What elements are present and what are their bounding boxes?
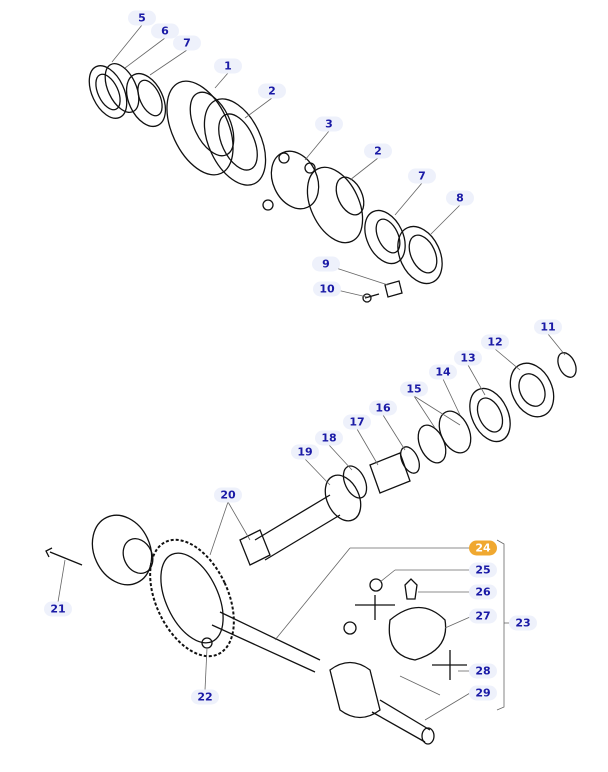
housing-half-2 bbox=[306, 166, 365, 244]
pinion-shaft-assembly bbox=[239, 352, 577, 566]
callout-15[interactable]: 15 bbox=[400, 381, 428, 397]
callout-14[interactable]: 14 bbox=[429, 364, 457, 380]
callout-22[interactable]: 22 bbox=[191, 689, 219, 705]
callout-27[interactable]: 27 bbox=[469, 608, 497, 624]
callout-8[interactable]: 8 bbox=[446, 190, 474, 206]
callout-20[interactable]: 20 bbox=[214, 487, 242, 503]
callout-28[interactable]: 28 bbox=[469, 663, 497, 679]
callout-26[interactable]: 26 bbox=[469, 584, 497, 600]
callout-3[interactable]: 3 bbox=[315, 116, 343, 132]
callout-1[interactable]: 1 bbox=[214, 58, 242, 74]
leader-lines bbox=[57, 24, 566, 721]
callout-29[interactable]: 29 bbox=[469, 685, 497, 701]
callout-6[interactable]: 6 bbox=[151, 23, 179, 39]
callout-10[interactable]: 10 bbox=[313, 281, 341, 297]
callout-9[interactable]: 9 bbox=[312, 256, 340, 272]
differential-housing-1 bbox=[166, 80, 267, 186]
callout-23[interactable]: 23 bbox=[509, 615, 537, 631]
callout-21[interactable]: 21 bbox=[44, 601, 72, 617]
axle-shaft-24 bbox=[211, 611, 435, 745]
bearing-seal-5-6-7 bbox=[88, 63, 167, 128]
bracket-9-bolt-10 bbox=[362, 280, 403, 303]
spider-gear-3 bbox=[262, 150, 320, 211]
callout-5[interactable]: 5 bbox=[128, 10, 156, 26]
callout-7[interactable]: 7 bbox=[408, 168, 436, 184]
callout-2[interactable]: 2 bbox=[258, 83, 286, 99]
callout-7[interactable]: 7 bbox=[173, 35, 201, 51]
callout-16[interactable]: 16 bbox=[369, 400, 397, 416]
callout-11[interactable]: 11 bbox=[534, 319, 562, 335]
callout-18[interactable]: 18 bbox=[315, 430, 343, 446]
universal-joint-parts bbox=[343, 578, 467, 680]
bearing-7-8 bbox=[364, 209, 443, 285]
callout-17[interactable]: 17 bbox=[343, 414, 371, 430]
callout-13[interactable]: 13 bbox=[454, 350, 482, 366]
differential-carrier bbox=[45, 514, 154, 586]
callout-25[interactable]: 25 bbox=[469, 562, 497, 578]
callout-19[interactable]: 19 bbox=[291, 444, 319, 460]
callout-24-highlighted[interactable]: 24 bbox=[469, 540, 497, 556]
callout-2[interactable]: 2 bbox=[364, 143, 392, 159]
callout-12[interactable]: 12 bbox=[481, 334, 509, 350]
